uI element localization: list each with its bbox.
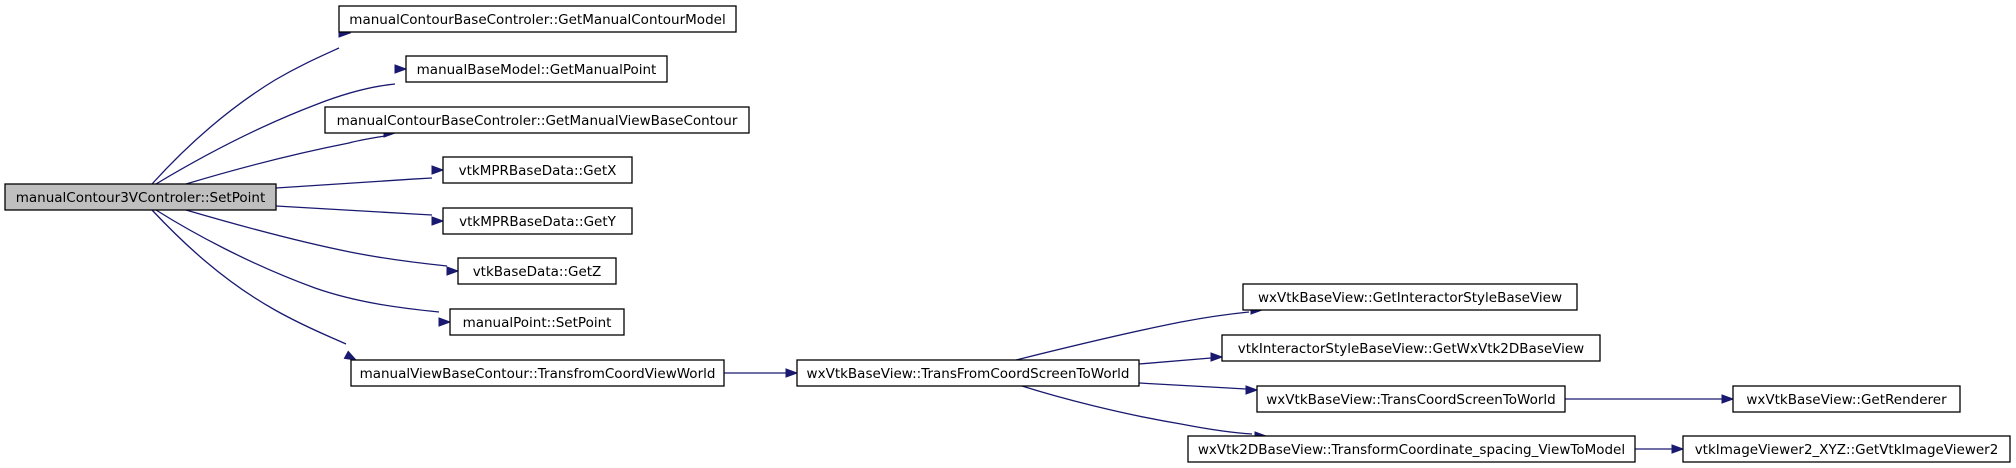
arrowhead <box>431 216 445 226</box>
node-box[interactable] <box>1187 435 1636 463</box>
node-box[interactable] <box>405 55 668 83</box>
function-node[interactable]: wxVtkBaseView::GetRenderer <box>1732 385 1961 413</box>
node-label: vtkMPRBaseData::GetX <box>459 163 617 179</box>
edge-line <box>275 177 433 189</box>
node-label: manualContourBaseControler::GetManualVie… <box>337 113 738 129</box>
edge-n12-to-n13 <box>1565 394 1735 404</box>
node-box[interactable] <box>796 359 1140 387</box>
node-label: wxVtkBaseView::TransCoordScreenToWorld <box>1266 392 1555 408</box>
function-node[interactable]: wxVtkBaseView::TransFromCoordScreenToWor… <box>796 359 1140 387</box>
edge-n14-to-n15 <box>1635 444 1685 454</box>
edge-line <box>155 83 396 185</box>
edge-line <box>1021 385 1253 435</box>
node-label: wxVtkBaseView::GetRenderer <box>1746 392 1947 408</box>
node-box[interactable] <box>442 156 633 184</box>
node-box[interactable] <box>442 207 633 235</box>
function-node[interactable]: manualBaseModel::GetManualPoint <box>405 55 668 83</box>
node-label: vtkMPRBaseData::GetY <box>459 214 617 230</box>
arrowhead <box>1671 444 1685 454</box>
node-label: vtkInteractorStyleBaseView::GetWxVtk2DBa… <box>1238 341 1584 357</box>
edge-n8-to-n9 <box>724 368 799 378</box>
function-node[interactable]: wxVtkBaseView::TransCoordScreenToWorld <box>1256 385 1566 413</box>
edge-line <box>185 209 448 267</box>
edge-root-to-n3 <box>185 128 397 185</box>
edge-line <box>1138 357 1212 365</box>
nodes-layer: manualContour3VControler::SetPointmanual… <box>4 5 2011 463</box>
arrowhead <box>1245 385 1259 395</box>
function-node[interactable]: wxVtk2DBaseView::TransformCoordinate_spa… <box>1187 435 1636 463</box>
function-node[interactable]: vtkInteractorStyleBaseView::GetWxVtk2DBa… <box>1221 334 1601 362</box>
node-label: vtkImageViewer2_XYZ::GetVtkImageViewer2 <box>1695 442 1999 458</box>
edge-root-to-n1 <box>151 28 352 185</box>
edge-root-to-n5 <box>275 205 445 226</box>
node-label: vtkBaseData::GetZ <box>473 264 602 280</box>
arrowhead <box>343 350 358 361</box>
edge-root-to-n4 <box>275 165 445 189</box>
node-box[interactable] <box>1256 385 1566 413</box>
edge-root-to-n6 <box>185 209 460 276</box>
node-label: wxVtkBaseView::GetInteractorStyleBaseVie… <box>1258 290 1562 306</box>
node-box[interactable] <box>1221 334 1601 362</box>
node-label: manualContour3VControler::SetPoint <box>16 190 266 206</box>
node-label: manualBaseModel::GetManualPoint <box>417 62 657 78</box>
node-box[interactable] <box>1732 385 1961 413</box>
edge-n9-to-n11 <box>1138 352 1224 365</box>
arrowhead <box>785 368 799 378</box>
arrowhead <box>446 266 460 276</box>
node-box[interactable] <box>350 359 725 387</box>
node-box[interactable] <box>338 5 737 33</box>
function-node[interactable]: manualContourBaseControler::GetManualCon… <box>338 5 737 33</box>
arrowhead <box>394 64 408 74</box>
node-label: manualContourBaseControler::GetManualCon… <box>349 12 725 28</box>
node-box[interactable] <box>324 106 750 134</box>
arrowhead <box>431 165 445 175</box>
edge-line <box>155 209 440 313</box>
edge-root-to-n2 <box>155 64 408 185</box>
function-node[interactable]: manualContourBaseControler::GetManualVie… <box>324 106 750 134</box>
function-node[interactable]: vtkBaseData::GetZ <box>457 257 617 285</box>
function-node[interactable]: manualViewBaseContour::TransfromCoordVie… <box>350 359 725 387</box>
arrowhead <box>438 317 452 327</box>
arrowhead <box>1721 394 1735 404</box>
edge-n9-to-n12 <box>1138 382 1259 395</box>
node-label: manualPoint::SetPoint <box>463 315 612 331</box>
edge-line <box>1015 311 1250 361</box>
edge-n9-to-n14 <box>1021 385 1268 441</box>
function-node[interactable]: vtkMPRBaseData::GetY <box>442 207 633 235</box>
edge-root-to-n7 <box>155 209 452 327</box>
node-box[interactable] <box>4 183 277 211</box>
node-box[interactable] <box>449 308 625 336</box>
edge-line <box>275 205 433 216</box>
arrowhead <box>1210 352 1224 362</box>
root-node[interactable]: manualContour3VControler::SetPoint <box>4 183 277 211</box>
function-node[interactable]: manualPoint::SetPoint <box>449 308 625 336</box>
function-node[interactable]: vtkMPRBaseData::GetX <box>442 156 633 184</box>
node-label: wxVtkBaseView::TransFromCoordScreenToWor… <box>807 366 1130 382</box>
function-node[interactable]: wxVtkBaseView::GetInteractorStyleBaseVie… <box>1242 283 1578 311</box>
edge-root-to-n8 <box>151 209 358 361</box>
edge-line <box>185 135 386 185</box>
node-box[interactable] <box>457 257 617 285</box>
function-node[interactable]: vtkImageViewer2_XYZ::GetVtkImageViewer2 <box>1682 435 2011 463</box>
edge-line <box>151 47 340 185</box>
edge-line <box>151 209 347 345</box>
edge-line <box>1138 382 1247 390</box>
node-label: wxVtk2DBaseView::TransformCoordinate_spa… <box>1198 442 1625 458</box>
node-label: manualViewBaseContour::TransfromCoordVie… <box>360 366 716 382</box>
node-box[interactable] <box>1242 283 1578 311</box>
node-box[interactable] <box>1682 435 2011 463</box>
